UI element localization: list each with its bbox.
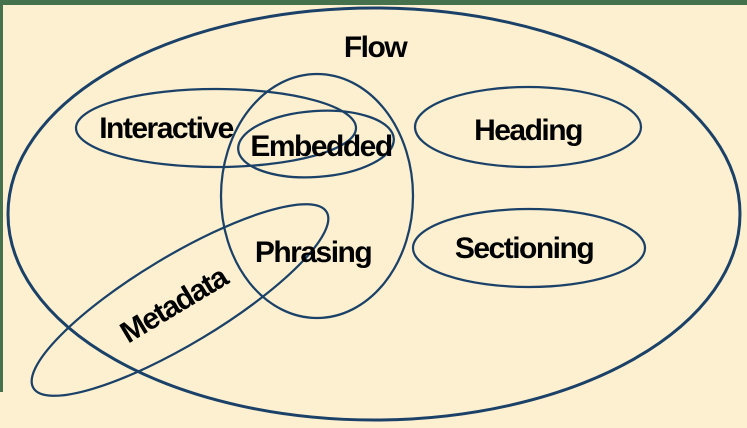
phrasing-set-ellipse <box>219 72 415 320</box>
heading-set-ellipse <box>413 85 643 169</box>
embedded-set-label: Embedded <box>250 130 392 163</box>
flow-set-label: Flow <box>344 31 408 64</box>
interactive-set-label: Interactive <box>99 112 233 145</box>
flow-set-ellipse <box>6 6 742 422</box>
heading-set-label: Heading <box>474 114 582 147</box>
phrasing-set-label: Phrasing <box>255 236 372 269</box>
metadata-set-ellipse <box>30 203 330 397</box>
frame-border-left <box>0 0 3 392</box>
sectioning-set-label: Sectioning <box>455 232 594 265</box>
embedded-set-ellipse <box>237 109 395 179</box>
sectioning-set-ellipse <box>411 207 647 289</box>
interactive-set-ellipse <box>74 87 358 169</box>
frame-border-top <box>0 0 747 5</box>
